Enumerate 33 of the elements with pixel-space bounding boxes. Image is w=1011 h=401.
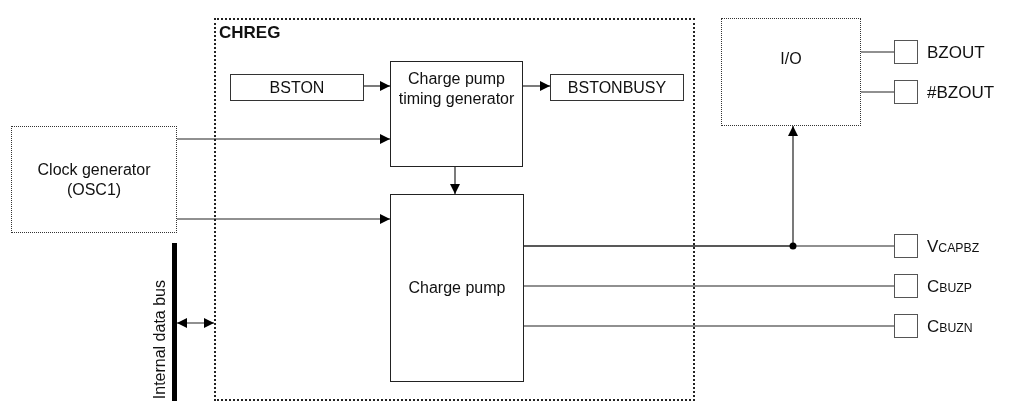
connector-arrow	[363, 81, 391, 91]
connector-line	[523, 325, 895, 327]
connector-arrow	[176, 214, 391, 224]
connector-arrow	[176, 134, 391, 144]
connector-arrow	[522, 81, 551, 91]
pin-terminal	[894, 314, 918, 338]
register-box	[230, 74, 364, 101]
pin-terminal	[894, 80, 918, 104]
process-box	[390, 194, 524, 382]
block-label: I/O	[780, 49, 802, 69]
block-title: CHREG	[219, 22, 281, 44]
connector-arrow	[523, 125, 798, 247]
pin-terminal	[894, 234, 918, 258]
external-block	[721, 18, 861, 126]
connector-line	[860, 91, 895, 93]
pin-name: BZOUT	[927, 44, 985, 61]
register-name: BSTON	[269, 77, 325, 98]
process-box	[390, 61, 523, 167]
block-label: Clock generator (OSC1)	[36, 159, 152, 200]
external-block	[11, 126, 177, 233]
register-box	[550, 74, 684, 101]
register-name: BSTONBUSY	[567, 77, 667, 98]
box-label: Charge pump	[408, 278, 506, 298]
connector-arrow	[450, 166, 460, 195]
connector-arrow	[176, 318, 215, 328]
block-frame	[214, 18, 695, 401]
box-label: Charge pump timing generator	[397, 69, 516, 109]
pin-name: #BZOUT	[927, 84, 995, 101]
pin-terminal	[894, 40, 918, 64]
connector-line	[860, 51, 895, 53]
pin-terminal	[894, 274, 918, 298]
bus-label: Internal data bus	[150, 279, 169, 399]
connector-line	[523, 285, 895, 287]
